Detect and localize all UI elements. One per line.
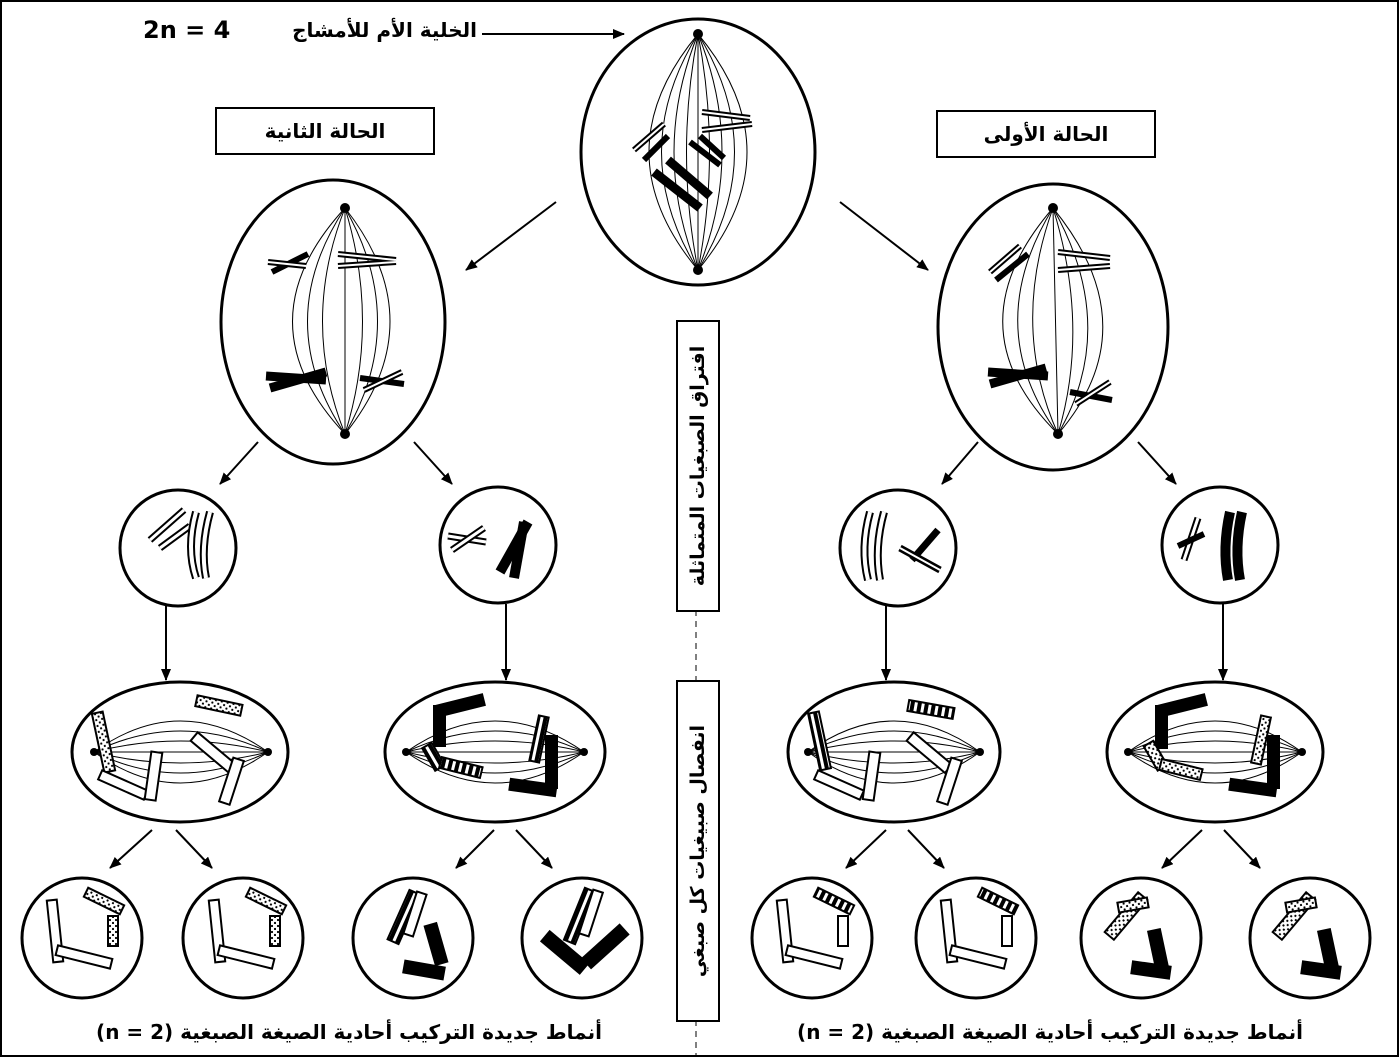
metaphase-ii-cell — [786, 680, 1002, 824]
haploid-cell — [118, 488, 238, 608]
gamete-cell — [181, 876, 305, 1000]
cell-case-first — [936, 182, 1170, 472]
centriole — [693, 265, 703, 275]
homologous-separation-box: افتراق الصبغيات المتماثلة — [676, 320, 720, 612]
gamete-cell — [914, 876, 1038, 1000]
arrow — [109, 829, 153, 869]
chromatid-separation-label: انفصال صبيغيات كل صبغي — [687, 724, 709, 978]
haploid-cell — [438, 485, 558, 605]
arrow — [413, 441, 453, 485]
result-right-label: أنماط جديدة التركيب أحادية الصيغة الصبغي… — [797, 1020, 1303, 1044]
arrow — [845, 829, 887, 869]
gamete-cell — [520, 876, 644, 1000]
arrow — [175, 829, 213, 869]
arrow — [455, 829, 495, 869]
gamete-cell — [1079, 876, 1203, 1000]
homologous-separation-label: افتراق الصبغيات المتماثلة — [687, 345, 709, 587]
cell-case-second — [219, 178, 447, 466]
haploid-cell — [838, 488, 958, 608]
arrow — [1223, 829, 1261, 869]
result-left-label: أنماط جديدة التركيب أحادية الصيغة الصبغي… — [96, 1020, 602, 1044]
metaphase-ii-cell — [1105, 680, 1325, 824]
gamete-cell — [1248, 876, 1372, 1000]
gamete-cell — [20, 876, 144, 1000]
gamete-cell — [750, 876, 874, 1000]
case-second-box: الحالة الثانية — [215, 107, 435, 155]
ploidy-label: 2n = 4 — [143, 16, 231, 44]
mother-cell-label: الخلية الأم للأمشاج — [292, 18, 477, 42]
metaphase-ii-cell — [383, 680, 607, 824]
arrow — [941, 441, 979, 485]
arrow — [907, 829, 945, 869]
mother-cell — [579, 17, 817, 287]
chromatid-separation-box: انفصال صبيغيات كل صبغي — [676, 680, 720, 1022]
centriole — [693, 29, 703, 39]
case-first-box: الحالة الأولى — [936, 110, 1156, 158]
gamete-cell — [351, 876, 475, 1000]
arrow — [515, 829, 553, 869]
arrow — [219, 441, 259, 485]
haploid-cell — [1160, 485, 1280, 605]
arrow — [1137, 441, 1177, 485]
metaphase-ii-cell — [70, 680, 290, 824]
arrow — [839, 201, 929, 271]
arrow — [1161, 829, 1203, 869]
arrow — [465, 201, 557, 271]
